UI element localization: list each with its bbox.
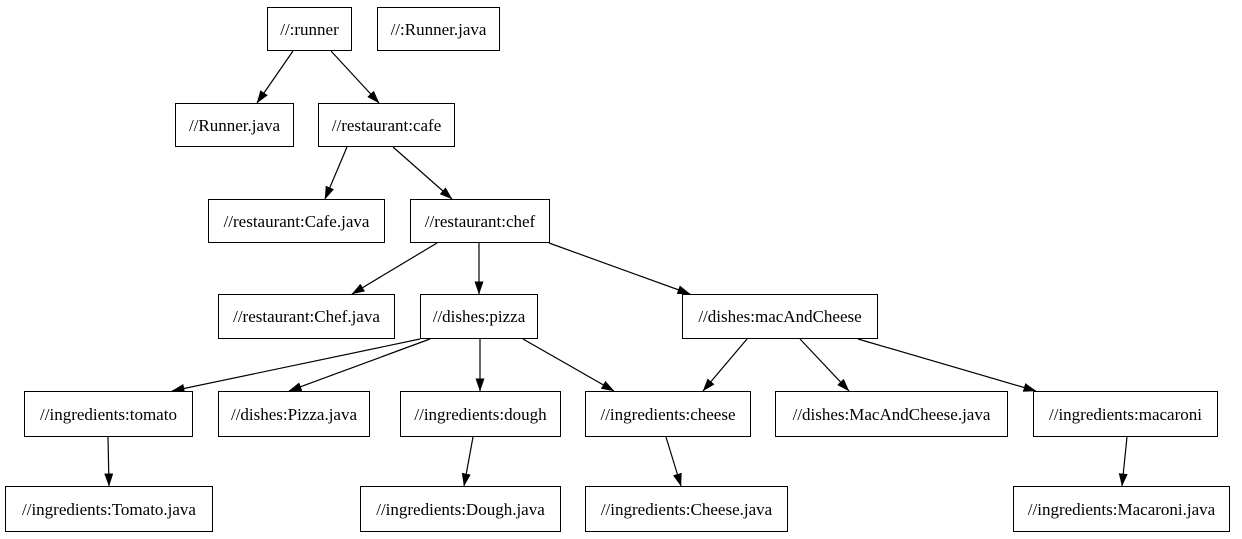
node-pizza-java: //dishes:Pizza.java: [218, 391, 370, 437]
node-runner: //:runner: [267, 7, 352, 51]
node-runner-java: //Runner.java: [175, 103, 294, 147]
node-macaroni-java: //ingredients:Macaroni.java: [1013, 486, 1230, 532]
edge-mac-and-cheese-to-macaroni: [857, 338, 1037, 392]
node-pizza: //dishes:pizza: [420, 294, 538, 339]
edge-pizza-to-cheese: [522, 338, 615, 392]
edge-runner-to-runner-java: [256, 50, 294, 104]
node-cafe: //restaurant:cafe: [318, 103, 455, 147]
node-mac-and-cheese-java: //dishes:MacAndCheese.java: [775, 391, 1008, 437]
node-cheese-java: //ingredients:Cheese.java: [585, 486, 788, 532]
edge-chef-to-chef-java: [351, 242, 438, 295]
node-mac-and-cheese: //dishes:macAndCheese: [682, 294, 878, 339]
node-tomato-java: //ingredients:Tomato.java: [5, 486, 213, 532]
edge-dough-to-dough-java: [461, 436, 474, 487]
edge-mac-and-cheese-to-cheese: [702, 338, 748, 392]
node-chef-java: //restaurant:Chef.java: [218, 294, 395, 339]
node-tomato: //ingredients:tomato: [24, 391, 193, 437]
node-cheese: //ingredients:cheese: [585, 391, 751, 437]
node-chef: //restaurant:chef: [410, 199, 550, 243]
edge-cafe-to-chef: [392, 146, 453, 200]
edge-cheese-to-cheese-java: [665, 436, 682, 487]
edge-tomato-to-tomato-java: [104, 436, 114, 487]
node-runner-java-root: //:Runner.java: [377, 7, 500, 51]
edge-macaroni-to-macaroni-java: [1118, 436, 1128, 487]
node-cafe-java: //restaurant:Cafe.java: [208, 199, 385, 243]
edge-cafe-to-cafe-java: [324, 146, 348, 200]
edge-mac-and-cheese-to-mac-and-cheese-java: [799, 338, 850, 392]
edge-chef-to-mac-and-cheese: [548, 242, 691, 295]
edge-pizza-to-pizza-java: [288, 338, 431, 392]
edge-pizza-to-tomato: [171, 338, 421, 393]
node-macaroni: //ingredients:macaroni: [1033, 391, 1218, 437]
node-dough: //ingredients:dough: [400, 391, 561, 437]
node-dough-java: //ingredients:Dough.java: [360, 486, 561, 532]
edge-runner-to-cafe: [330, 50, 380, 104]
